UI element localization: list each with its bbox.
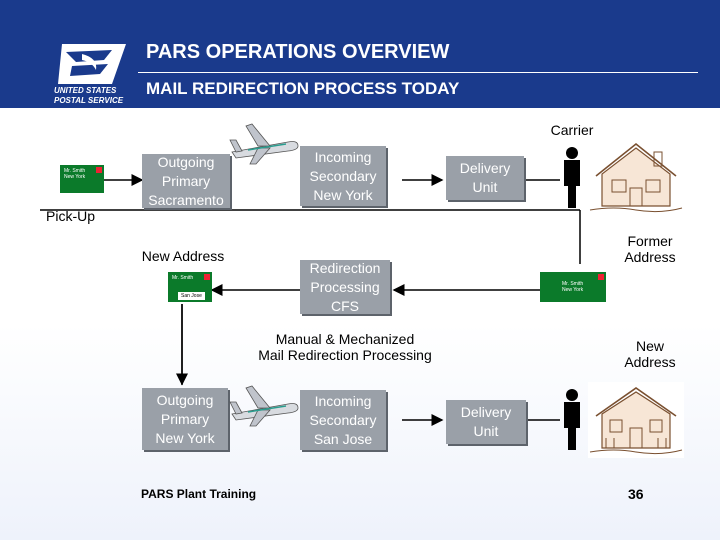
box-label: Delivery Unit [459,160,511,195]
box-label: Outgoing Primary New York [155,391,215,446]
new-address-label-left: New Address [141,248,225,264]
outgoing-primary-newyork-box: Outgoing Primary New York [142,388,228,450]
envelope-icon: Mr. Smith San Jose [168,272,212,302]
box-label: Incoming Secondary San Jose [309,392,377,447]
logo-text-line1: UNITED STATES [54,86,117,95]
envelope-icon: Mr. Smith New York [540,272,606,302]
envelope-city: New York [64,174,86,180]
pickup-label: Pick-Up [46,208,96,224]
incoming-secondary-sanjose-box: Incoming Secondary San Jose [300,390,386,450]
page-title: PARS OPERATIONS OVERVIEW [146,41,450,63]
box-label: Redirection Processing CFS [309,259,381,314]
box-label: Delivery Unit [460,404,512,439]
house-icon [588,382,684,458]
envelope-name: Mr. Smith [172,275,194,281]
envelope-name: Mr. Smith [562,281,584,287]
envelope-name: Mr. Smith [64,168,86,174]
delivery-unit-bottom-box: Delivery Unit [446,400,526,444]
manual-mechanized-label: Manual & Mechanized Mail Redirection Pro… [258,331,432,363]
carrier-label: Carrier [550,122,594,138]
airplane-icon [229,385,299,427]
former-address-label: Former Address [624,233,676,265]
new-address-label-right: New Address [624,338,676,370]
delivery-unit-top-box: Delivery Unit [446,156,524,200]
page-number: 36 [628,486,644,502]
airplane-icon [229,123,299,165]
house-icon [588,140,684,216]
logo-text-line2: POSTAL SERVICE [54,96,124,105]
redirection-processing-box: Redirection Processing CFS [300,260,390,314]
incoming-secondary-newyork-box: Incoming Secondary New York [300,146,386,206]
envelope-icon: Mr. Smith New York [60,165,104,193]
person-icon [564,389,580,450]
envelope-city: New York [562,287,584,293]
footer-label: PARS Plant Training [141,487,257,501]
envelope-sticker: San Jose [178,292,205,300]
header-divider [138,72,698,73]
usps-eagle-logo: UNITED STATES POSTAL SERVICE [52,40,130,106]
box-label: Outgoing Primary Sacramento [148,153,224,208]
outgoing-primary-sacramento-box: Outgoing Primary Sacramento [142,154,230,208]
person-icon [564,147,580,208]
page-subtitle: MAIL REDIRECTION PROCESS TODAY [146,79,460,98]
box-label: Incoming Secondary New York [309,148,377,203]
